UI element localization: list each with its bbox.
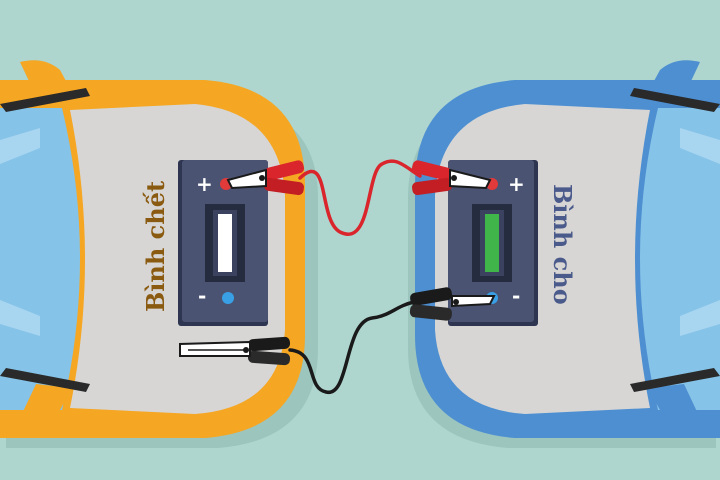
dead-battery-minus-symbol: - bbox=[198, 284, 206, 308]
donor-car-mirror-top bbox=[648, 60, 700, 96]
positive-jumper-cable bbox=[298, 159, 422, 236]
donor-car-mirror-bottom bbox=[648, 384, 700, 420]
dead-battery-plus-symbol: + bbox=[196, 172, 213, 196]
donor-car-wiper-top bbox=[630, 88, 720, 112]
positive-clamp-donor-battery bbox=[411, 160, 492, 196]
dead-battery: + - bbox=[178, 160, 268, 326]
dead-car-mirror-top bbox=[20, 60, 72, 96]
negative-clamp-on-hood bbox=[179, 336, 291, 366]
dead-battery-negative-terminal bbox=[222, 292, 234, 304]
donor-car-wiper-bottom bbox=[630, 368, 720, 392]
dead-car-windshield bbox=[0, 108, 80, 410]
dead-car: Bình chết bbox=[0, 60, 318, 448]
dead-car-wiper-top bbox=[0, 88, 90, 112]
negative-jumper-cable bbox=[288, 300, 416, 394]
negative-clamp-donor-battery bbox=[409, 287, 496, 321]
positive-clamp-dead-battery bbox=[226, 160, 305, 196]
dead-car-mirror-bottom bbox=[20, 384, 72, 420]
donor-battery-label: Bình cho bbox=[548, 184, 577, 305]
donor-car-windshield bbox=[640, 108, 720, 410]
donor-battery: + - bbox=[448, 160, 538, 326]
donor-battery-plus-symbol: + bbox=[508, 172, 525, 196]
donor-battery-charge-indicator bbox=[485, 214, 499, 272]
donor-battery-minus-symbol: - bbox=[512, 284, 520, 308]
dead-car-wiper-bottom bbox=[0, 368, 90, 392]
dead-battery-charge-indicator bbox=[218, 214, 232, 272]
dead-battery-label: Bình chết bbox=[141, 181, 170, 312]
